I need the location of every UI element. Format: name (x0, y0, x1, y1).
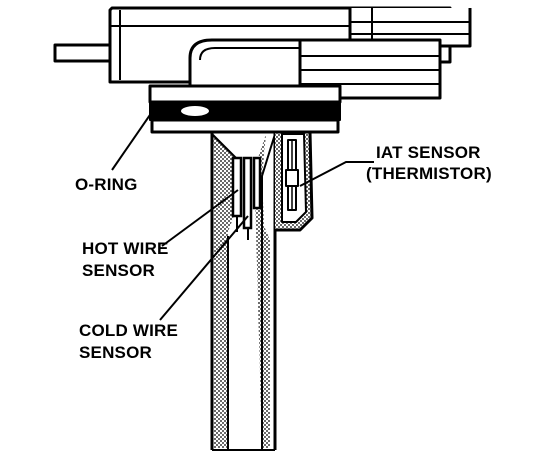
label-cold-wire-line1: COLD WIRE (79, 321, 178, 340)
leader-lines (111, 111, 374, 321)
leader-o-ring (111, 111, 153, 171)
label-o-ring: O-RING (75, 175, 138, 194)
iat-housing (275, 130, 314, 232)
label-hot-wire-line2: SENSOR (82, 261, 155, 280)
o-ring-highlight (181, 106, 209, 116)
label-hot-wire-line1: HOT WIRE (82, 239, 169, 258)
label-cold-wire-line2: SENSOR (79, 343, 152, 362)
hot-wire-element (231, 156, 243, 218)
tube-shading (212, 134, 236, 448)
connector-housing (53, 6, 472, 100)
connector-left-pin (53, 43, 112, 63)
leader-hot-wire (161, 189, 239, 247)
leader-iat (299, 161, 374, 187)
o-ring (149, 101, 341, 121)
housing-boss (188, 38, 302, 100)
leader-cold-wire (159, 215, 249, 321)
sensor-tube (210, 132, 277, 451)
label-iat-line1: IAT SENSOR (376, 143, 481, 162)
label-iat-line2: (THERMISTOR) (366, 164, 492, 183)
mounting-flange (148, 84, 342, 134)
